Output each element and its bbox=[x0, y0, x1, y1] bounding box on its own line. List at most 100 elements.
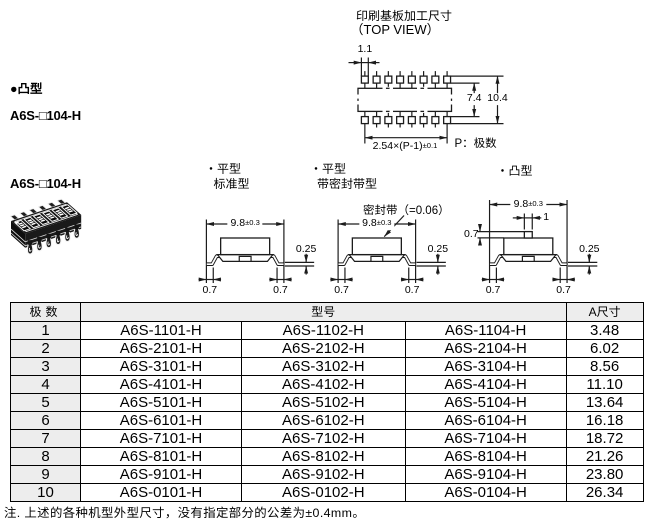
table-cell-model: A6S-2102-H bbox=[241, 338, 406, 358]
table-cell-poles: 4 bbox=[10, 374, 81, 394]
table-cell-model: A6S-8102-H bbox=[241, 446, 406, 466]
raised-dim-boss-width: 1 bbox=[543, 211, 550, 224]
pcb-title-line2: （TOP VIEW） bbox=[350, 22, 440, 37]
table-header-a-dimension: A尺寸 bbox=[565, 301, 644, 322]
table-cell-a-dimension: 11.10 bbox=[565, 374, 644, 394]
table-cell-a-dimension: 21.26 bbox=[565, 446, 644, 466]
table-cell-model: A6S-5101-H bbox=[80, 392, 242, 412]
flat-sealed-dim-foot-left: 0.7 bbox=[334, 283, 349, 296]
raised-dim-width-value: 9.8 bbox=[513, 197, 529, 210]
table-cell-model: A6S-3104-H bbox=[404, 356, 567, 376]
dim-pad-pitch-value: 2.54×(P-1) bbox=[372, 139, 423, 152]
table-cell-model: A6S-7104-H bbox=[404, 428, 567, 448]
flat-sealed-dim-width: 9.8±0.3 bbox=[359, 217, 395, 230]
table-cell-a-dimension: 18.72 bbox=[565, 428, 644, 448]
table-cell-model: A6S-4101-H bbox=[80, 374, 242, 394]
table-cell-model: A6S-1104-H bbox=[404, 320, 567, 340]
table-cell-model: A6S-8104-H bbox=[404, 446, 567, 466]
flat-standard-dim-width-value: 9.8 bbox=[230, 217, 246, 230]
table-cell-a-dimension: 3.48 bbox=[565, 320, 644, 340]
dim-rows-outer: 10.4 bbox=[485, 92, 510, 105]
pcb-title-line1: 印刷基板加工尺寸 bbox=[356, 8, 453, 23]
table-cell-poles: 3 bbox=[10, 356, 81, 376]
flat-sealed-dim-foot-right: 0.7 bbox=[404, 283, 420, 296]
raised-dim-width-tolerance: ±0.3 bbox=[528, 198, 543, 208]
dim-pad-pitch: 2.54×(P-1)±0.1 bbox=[372, 139, 438, 153]
raised-dim-foot-right: 0.7 bbox=[556, 283, 571, 296]
flat-standard-dim-width: 9.8±0.3 bbox=[227, 217, 263, 230]
table-cell-model: A6S-0104-H bbox=[404, 482, 567, 502]
flat-standard-dim-width-tolerance: ±0.3 bbox=[245, 218, 260, 228]
table-cell-model: A6S-2104-H bbox=[404, 338, 567, 358]
dim-pad-width: 1.1 bbox=[357, 43, 373, 55]
dip-switch-illustration bbox=[10, 198, 82, 255]
table-cell-model: A6S-5102-H bbox=[241, 392, 406, 412]
label-flat-sealed-line2: 带密封带型 bbox=[317, 177, 378, 191]
table-cell-model: A6S-7101-H bbox=[80, 428, 242, 448]
footnote: 注. 上述的各种机型外型尺寸，没有指定部分的公差为±0.4mm。 bbox=[4, 506, 366, 520]
model-code-bottom: A6S-□104-H bbox=[10, 175, 81, 191]
label-flat-standard-line2: 标准型 bbox=[213, 177, 250, 191]
flat-sealed-dim-lead-thickness: 0.25 bbox=[427, 243, 449, 255]
table-cell-a-dimension: 16.18 bbox=[565, 410, 644, 430]
table-cell-model: A6S-9101-H bbox=[80, 464, 242, 484]
raised-dim-foot-left: 0.7 bbox=[485, 283, 501, 296]
table-cell-model: A6S-2101-H bbox=[80, 338, 242, 358]
section-heading-raised-type: ●凸型 bbox=[10, 81, 43, 96]
table-cell-poles: 2 bbox=[10, 338, 81, 358]
label-raised-line1: ・凸型 bbox=[496, 164, 533, 178]
table-cell-model: A6S-3101-H bbox=[80, 356, 242, 376]
table-cell-model: A6S-9102-H bbox=[241, 464, 406, 484]
dim-rows-inner: 7.4 bbox=[464, 92, 484, 105]
table-cell-model: A6S-0101-H bbox=[80, 482, 242, 502]
table-cell-model: A6S-3102-H bbox=[241, 356, 406, 376]
table-header-poles: 极数 bbox=[10, 301, 81, 322]
table-cell-poles: 8 bbox=[10, 446, 81, 466]
table-cell-model: A6S-6102-H bbox=[241, 410, 406, 430]
table-cell-a-dimension: 6.02 bbox=[565, 338, 644, 358]
table-cell-model: A6S-4102-H bbox=[241, 374, 406, 394]
table-cell-model: A6S-0102-H bbox=[241, 482, 406, 502]
table-cell-model: A6S-5104-H bbox=[404, 392, 567, 412]
table-cell-model: A6S-6104-H bbox=[404, 410, 567, 430]
table-cell-poles: 6 bbox=[10, 410, 81, 430]
table-cell-model: A6S-1102-H bbox=[241, 320, 406, 340]
flat-sealed-dim-width-tolerance: ±0.3 bbox=[376, 218, 392, 228]
raised-dim-boss-height: 0.7 bbox=[463, 227, 479, 240]
label-flat-sealed-line1: ・平型 bbox=[310, 162, 347, 176]
table-cell-poles: 1 bbox=[10, 320, 81, 340]
table-cell-poles: 7 bbox=[10, 428, 81, 448]
table-cell-model: A6S-9104-H bbox=[404, 464, 567, 484]
table-cell-poles: 9 bbox=[10, 464, 81, 484]
label-flat-standard-line1: ・平型 bbox=[205, 162, 242, 176]
flat-standard-dim-foot-left: 0.7 bbox=[202, 283, 218, 296]
table-cell-model: A6S-6101-H bbox=[80, 410, 242, 430]
table-cell-model: A6S-1101-H bbox=[80, 320, 242, 340]
table-cell-poles: 5 bbox=[10, 392, 81, 412]
table-cell-model: A6S-4104-H bbox=[404, 374, 567, 394]
table-cell-poles: 10 bbox=[10, 482, 81, 502]
table-cell-a-dimension: 26.34 bbox=[565, 482, 644, 502]
technical-drawings bbox=[10, 57, 598, 283]
table-cell-model: A6S-8101-H bbox=[80, 446, 242, 466]
table-cell-model: A6S-7102-H bbox=[241, 428, 406, 448]
model-code-top: A6S-□104-H bbox=[10, 107, 81, 123]
flat-standard-dim-foot-right: 0.7 bbox=[273, 283, 288, 296]
table-cell-a-dimension: 8.56 bbox=[565, 356, 644, 376]
table-cell-a-dimension: 23.80 bbox=[565, 464, 644, 484]
raised-dim-lead-thickness: 0.25 bbox=[579, 243, 600, 255]
raised-dim-width: 9.8±0.3 bbox=[510, 197, 546, 211]
dim-pad-pitch-tolerance: ±0.1 bbox=[422, 140, 438, 150]
